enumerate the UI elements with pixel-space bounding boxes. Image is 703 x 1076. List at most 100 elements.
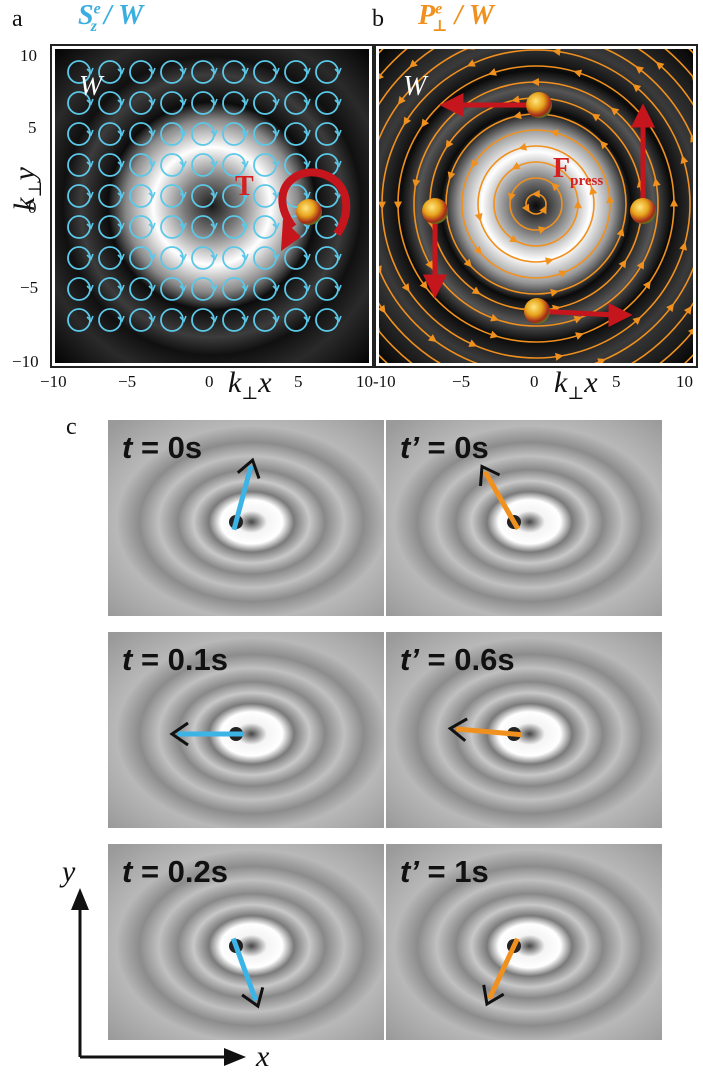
panel-a-title-main: S xyxy=(78,0,94,31)
y-tick-0: 0 xyxy=(28,198,37,217)
spin-circle-arrow xyxy=(210,129,218,137)
streamline-arrowhead xyxy=(489,330,499,339)
spin-circle-arrow xyxy=(148,284,156,292)
motion-arrowhead xyxy=(236,457,261,479)
streamline-arrowhead xyxy=(573,200,582,209)
spin-circle-arrow xyxy=(241,284,249,292)
spin-circle-arrow xyxy=(148,160,156,168)
panel-b-label: b xyxy=(372,6,384,32)
frame-tile: t = 0.2s xyxy=(108,844,384,1040)
spin-circle-arrow xyxy=(86,222,94,230)
spin-circle-arrow xyxy=(210,253,218,261)
streamline-arrowhead xyxy=(428,334,437,343)
streamline-arrowhead xyxy=(688,328,693,335)
streamline-arrowhead xyxy=(379,304,386,314)
panel-b-title-sub: ⊥ xyxy=(432,17,448,35)
spin-circle-arrow xyxy=(334,67,342,75)
panel-a-title: Sez / W xyxy=(78,0,143,36)
spin-circle-arrow xyxy=(179,160,187,168)
streamline-arrowhead xyxy=(606,194,615,204)
time-symbol: t’ xyxy=(400,854,419,889)
y-tick-neg10: −10 xyxy=(12,352,39,371)
streamline-arrowhead xyxy=(488,68,497,76)
spin-circle-arrow xyxy=(117,67,125,75)
streamline-arrowhead xyxy=(538,226,547,234)
spin-circle-arrow xyxy=(148,129,156,137)
spin-circle-arrow xyxy=(334,315,342,323)
spin-circle-arrow xyxy=(303,284,311,292)
spin-circle-arrow xyxy=(86,253,94,261)
streamline-arrowhead xyxy=(573,69,583,78)
spin-circle-arrow xyxy=(86,284,94,292)
spin-circle-arrow xyxy=(210,160,218,168)
ylabel-perp: ⊥ xyxy=(25,180,45,198)
streamline-arrowhead xyxy=(473,245,482,255)
time-label: t’ = 0.6s xyxy=(400,642,515,678)
a-x-tick-0: 0 xyxy=(205,372,214,391)
particle-b-top xyxy=(526,92,552,118)
streamline-arrowhead xyxy=(445,139,454,149)
force-arrow-top-head xyxy=(439,92,464,118)
panel-b-svg: Fpress W xyxy=(379,49,693,363)
spin-circle-arrow xyxy=(210,98,218,106)
time-value: = 0s xyxy=(418,430,489,465)
streamline-arrowhead xyxy=(550,129,559,138)
spin-circle-arrow xyxy=(334,253,342,261)
streamline-arrowhead xyxy=(680,155,689,164)
streamline-arrowhead xyxy=(679,241,688,251)
streamline-arrowhead xyxy=(513,111,522,120)
torque-arrow-head xyxy=(281,219,301,251)
spin-circle-arrow xyxy=(303,191,311,199)
spin-circle-arrow xyxy=(303,129,311,137)
time-label: t = 0s xyxy=(122,430,202,466)
spin-circle-arrow xyxy=(210,67,218,75)
spin-circle-arrow xyxy=(272,191,280,199)
time-value: = 0.2s xyxy=(132,854,228,889)
frame-image xyxy=(386,844,662,1040)
spin-circle-arrow xyxy=(148,315,156,323)
spin-circle-arrow xyxy=(303,253,311,261)
torque-arrow xyxy=(278,168,351,237)
motion-arrow xyxy=(231,465,254,531)
streamline-arrowhead xyxy=(642,280,651,290)
panel-b-title: Pe⊥ / W xyxy=(418,0,494,36)
force-label: Fpress xyxy=(553,153,603,189)
panel-a-title-rest: / W xyxy=(103,0,144,31)
streamline-arrowhead xyxy=(616,227,625,237)
streamline-arrowhead xyxy=(618,259,627,269)
streamline-arrowhead xyxy=(610,107,620,116)
streamline-arrowhead xyxy=(379,265,382,275)
frame-image xyxy=(108,632,384,828)
spin-circle-arrow xyxy=(86,67,94,75)
b-xlabel-k: k xyxy=(554,366,568,399)
streamline xyxy=(509,177,563,231)
momentum-streamlines xyxy=(379,49,693,363)
spin-circle-arrow xyxy=(179,253,187,261)
spin-circle-arrow xyxy=(117,284,125,292)
streamline-arrowhead xyxy=(393,201,402,210)
streamline xyxy=(461,129,611,279)
b-x-tick-0: 0 xyxy=(530,372,539,391)
time-value: = 0.1s xyxy=(132,642,228,677)
frame-background xyxy=(386,632,662,828)
panel-a-title-sub: z xyxy=(90,17,97,35)
streamline-arrowhead xyxy=(600,140,609,150)
frame-background xyxy=(108,420,384,616)
spin-circles xyxy=(67,60,342,332)
force-arrow-right-head xyxy=(630,103,656,128)
spin-circle-arrow xyxy=(117,129,125,137)
time-label: t = 0.1s xyxy=(122,642,228,678)
spin-circle-arrow xyxy=(334,98,342,106)
torque-label: T xyxy=(235,171,254,202)
streamline-arrowhead xyxy=(471,286,481,295)
spin-circle-arrow xyxy=(86,129,94,137)
streamline-arrowhead xyxy=(597,358,607,363)
streamline-arrowhead xyxy=(632,316,642,325)
streamline-arrowhead xyxy=(531,189,540,198)
streamline-arrowhead xyxy=(474,213,483,222)
spin-circle-arrow xyxy=(179,315,187,323)
frame-background xyxy=(108,844,384,1040)
b-x-tick-5: 5 xyxy=(612,372,621,391)
a-xlabel-k: k xyxy=(228,366,242,399)
streamline-arrowhead xyxy=(397,96,406,105)
